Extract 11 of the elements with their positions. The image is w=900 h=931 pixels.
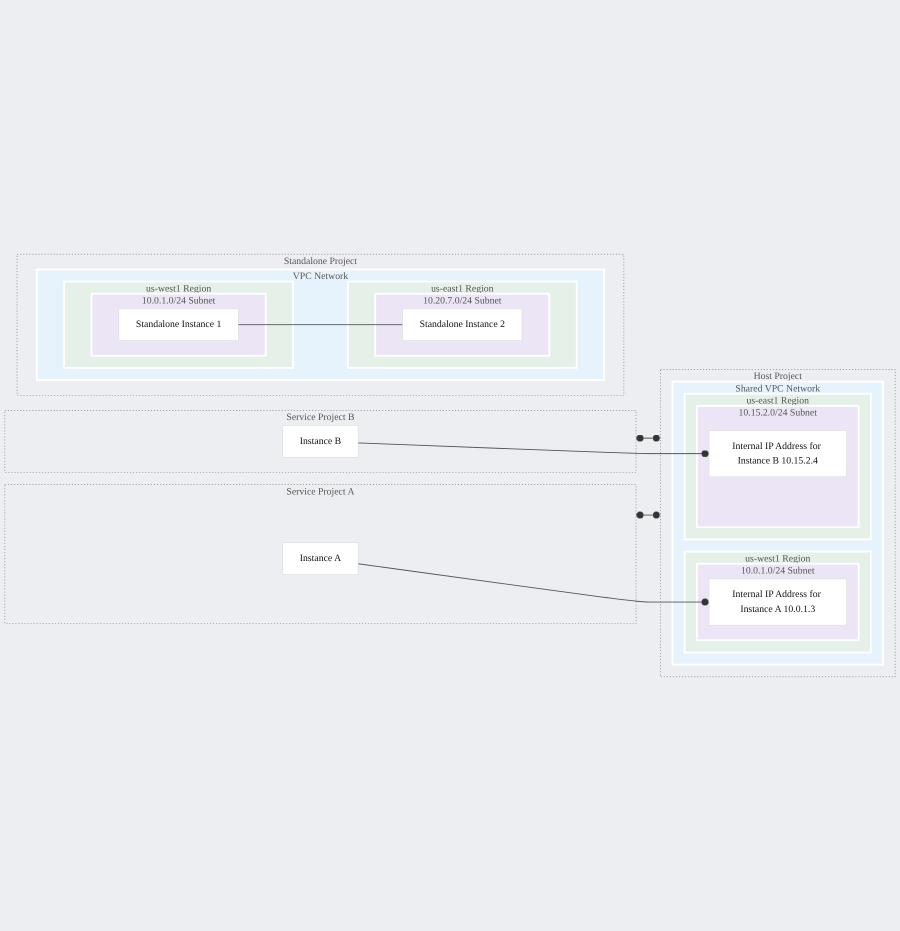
node-box: Internal IP Address for Instance A 10.0.1.3 [708, 578, 847, 626]
node-box: Internal IP Address for Instance B 10.15.2.4 [708, 430, 847, 478]
node-box: Standalone Instance 1 [118, 308, 239, 341]
node-box: Instance B [282, 425, 358, 458]
node-box: Standalone Instance 2 [402, 308, 522, 341]
connector [358, 563, 710, 606]
connector [238, 324, 404, 326]
connector [636, 511, 661, 519]
connector [358, 442, 710, 458]
node-box: Instance A [282, 542, 358, 575]
connector [636, 434, 661, 442]
